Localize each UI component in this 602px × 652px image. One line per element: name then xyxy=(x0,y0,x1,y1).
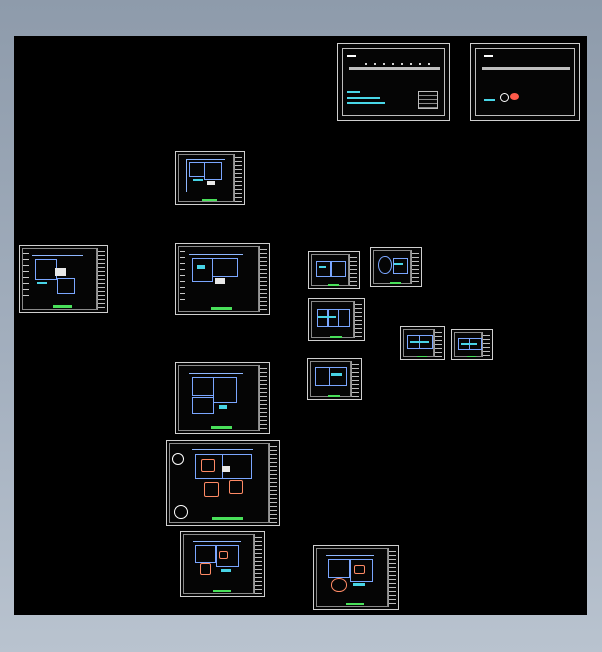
dimension-ticks xyxy=(23,252,29,299)
floor-plan xyxy=(185,159,225,192)
drawing-sheet-4[interactable] xyxy=(308,251,360,289)
cover-cyan-note xyxy=(346,97,381,100)
title-block xyxy=(482,332,490,357)
drawing-sheet-2[interactable] xyxy=(19,245,108,313)
drawing-sheet-12[interactable] xyxy=(180,531,265,597)
title-block xyxy=(354,301,362,338)
cad-model-space-canvas[interactable] xyxy=(14,36,587,615)
title-block xyxy=(269,443,277,523)
drawing-sheet-6[interactable] xyxy=(308,298,365,341)
sheet-label xyxy=(328,395,340,397)
title-block xyxy=(254,534,262,594)
cover-sheet-a[interactable] xyxy=(337,43,450,121)
cover-cyan-note xyxy=(346,91,361,94)
floor-plan xyxy=(189,253,243,297)
sheet-label xyxy=(211,516,244,520)
cover-sheet-frame xyxy=(475,48,575,116)
sheet-label xyxy=(328,284,339,286)
elevation xyxy=(315,365,347,390)
sheet-label xyxy=(345,602,365,606)
title-block xyxy=(388,548,396,607)
title-block xyxy=(97,248,105,310)
cover-tick-row xyxy=(364,63,432,65)
sheet-label xyxy=(329,335,342,338)
sheet-label xyxy=(467,356,476,358)
sheet-label xyxy=(201,198,217,201)
elevation xyxy=(316,257,346,279)
floor-plan xyxy=(32,255,83,296)
cover-title-bar xyxy=(481,66,571,70)
title-block xyxy=(411,250,419,284)
drawing-sheet-9[interactable] xyxy=(307,358,362,400)
detail-callout-icon xyxy=(172,453,184,465)
company-logo-icon xyxy=(500,92,510,102)
title-block xyxy=(349,254,357,286)
elevation xyxy=(316,305,350,330)
drawing-sheet-1[interactable] xyxy=(175,151,245,205)
red-seal-icon xyxy=(509,92,519,100)
furniture-plan xyxy=(191,449,254,504)
cover-legend-table xyxy=(418,90,438,110)
title-block xyxy=(434,329,442,357)
drawing-sheet-11[interactable] xyxy=(166,440,280,526)
cover-sheet-frame xyxy=(342,48,445,116)
elevation xyxy=(407,331,433,351)
drawing-sheet-3[interactable] xyxy=(175,243,270,315)
drawing-sheet-10[interactable] xyxy=(175,362,270,434)
cover-title-bar xyxy=(349,66,441,70)
floor-plan xyxy=(189,372,243,416)
elevation xyxy=(378,253,408,277)
title-block xyxy=(259,365,267,431)
sheet-label xyxy=(211,307,232,310)
title-mark xyxy=(346,55,356,58)
elevation xyxy=(457,334,482,352)
drawing-sheet-7[interactable] xyxy=(400,326,445,360)
sheet-label xyxy=(212,589,231,593)
cover-cyan-note xyxy=(346,101,385,104)
furniture-plan xyxy=(192,540,241,581)
drawing-sheet-5[interactable] xyxy=(370,247,422,287)
sheet-label xyxy=(417,355,427,358)
title-mark xyxy=(483,55,493,58)
title-block xyxy=(351,361,359,397)
sheet-label xyxy=(390,282,401,284)
title-block xyxy=(259,246,267,312)
sheet-label xyxy=(53,305,73,309)
drawing-sheet-8[interactable] xyxy=(451,329,493,360)
sheet-label xyxy=(211,426,232,429)
cover-sheet-b[interactable] xyxy=(470,43,580,121)
detail-callout-icon xyxy=(174,505,188,519)
drawing-sheet-13[interactable] xyxy=(313,545,399,610)
cover-cyan-note xyxy=(483,98,495,101)
title-block xyxy=(234,154,242,202)
furniture-plan xyxy=(325,554,375,594)
dimension-ticks xyxy=(179,251,186,300)
